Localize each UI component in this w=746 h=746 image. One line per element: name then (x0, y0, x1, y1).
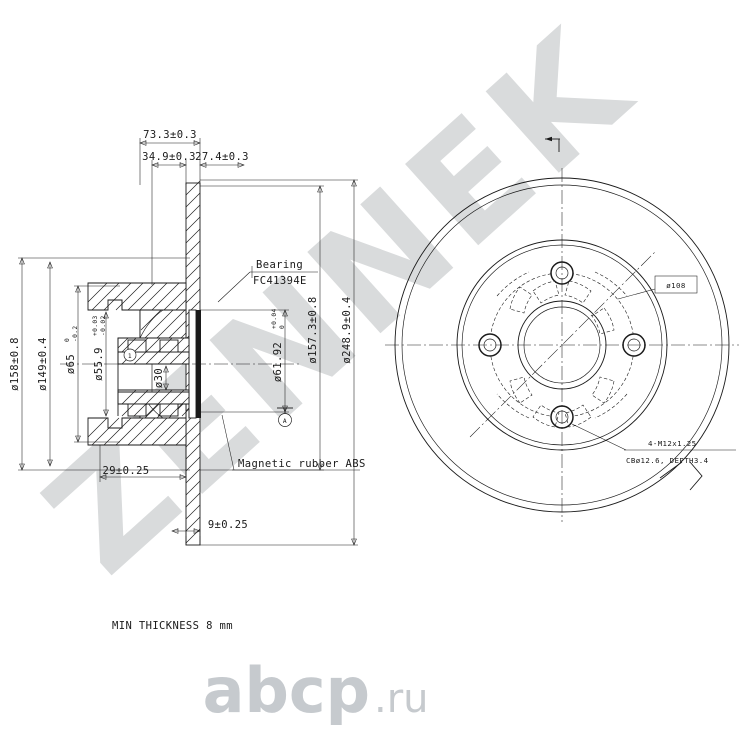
sab-line1 (659, 461, 683, 479)
detail-a-marker: A (277, 407, 293, 427)
vane-arc-3 (594, 393, 628, 419)
dim-6192-tol-up: +0.04 (271, 308, 278, 329)
bottom-dimensions: 29±0.25 9±0.25 (99, 445, 248, 545)
dim-559-tol-up: +0.03 (92, 315, 99, 336)
dim-6192-arrows (282, 309, 288, 413)
pocket-6 (532, 404, 560, 428)
pocket-2 (564, 280, 592, 304)
dim-274-label: 27.4±0.3 (195, 151, 249, 163)
dim-9-arrows (171, 528, 201, 534)
dim-9-label: 9±0.25 (208, 519, 248, 531)
dim-349-arrows (151, 162, 187, 168)
magnetic-callout-leader (221, 414, 235, 471)
pocket-4 (591, 376, 615, 404)
dim-149-label: ø149±0.4 (37, 337, 49, 391)
section-view: 1 73.3±0.3 34.9±0.3 (9, 129, 366, 632)
dim-559-label: ø55.9 (93, 347, 105, 381)
magnetic-callout-label: Magnetic rubber ABS (238, 458, 366, 470)
bearing-ball-ll (127, 403, 147, 417)
dim-6192-label: ø61.92 (272, 342, 284, 382)
dim-65-tol-dn: -0.2 (72, 325, 79, 342)
dim-149-arrows (47, 261, 53, 467)
watermark-text-ru: .ru (374, 676, 429, 722)
vane-arc-1 (496, 271, 530, 297)
dim-6192-tol-dn: 0 (279, 325, 286, 329)
top-dimensions: 73.3±0.3 34.9±0.3 27.4±0.3 (139, 129, 249, 285)
thread-callout-line1: 4-M12x1.25 (648, 439, 697, 448)
dim-30-label: ø30 (153, 368, 165, 388)
detail-a-circle (278, 413, 292, 427)
dim-2489-arrows (351, 179, 357, 546)
dim-6192-textgroup: ø61.92 +0.04 0 (271, 308, 286, 382)
dim-274-arrows (199, 162, 245, 168)
dim-1573-label: ø157.3±0.8 (307, 296, 319, 363)
bolt-circle-callout-leader (617, 288, 656, 300)
hub-arm-curve-upper (139, 309, 164, 339)
dim-65-arrows (75, 285, 81, 443)
dim-733-label: 73.3±0.3 (143, 129, 197, 141)
dim-1573-arrows (317, 185, 323, 471)
dim-29-label: 29±0.25 (102, 465, 149, 477)
left-dimensions: ø158±0.8 ø149±0.4 ø65 0 -0.2 (9, 257, 190, 471)
bearing-callout-title: Bearing (256, 259, 303, 271)
bearing-callout: Bearing FC41394E (217, 259, 318, 303)
dim-2489-label: ø248.9±0.4 (341, 296, 353, 363)
dim-559-textgroup: ø55.9 +0.03 -0.02 (92, 315, 107, 380)
bearing-inner-race-lower (117, 391, 190, 405)
dim-733-arrows (139, 140, 201, 146)
dim-349-label: 34.9±0.3 (142, 151, 196, 163)
dim-158-label: ø158±0.8 (9, 337, 21, 391)
pocket-8 (509, 286, 533, 314)
dim-559-tol-dn: -0.02 (100, 315, 107, 336)
dim-158-arrows (19, 257, 25, 471)
dim-559-arrows (103, 311, 109, 417)
dim-29-arrows (99, 474, 187, 480)
bolt-circle-callout-label: ø108 (666, 281, 685, 290)
detail-a-label: A (283, 418, 287, 425)
thread-callout-leader (571, 423, 627, 451)
pocket-1 (532, 280, 560, 304)
bearing-callout-leader (217, 271, 251, 303)
section-arrow-top (545, 136, 560, 152)
pocket-7 (509, 376, 533, 404)
bearing-callout-code: FC41394E (253, 275, 307, 287)
min-thickness-note: MIN THICKNESS 8 mm (112, 620, 233, 632)
right-dimensions: ø61.92 +0.04 0 A ø157.3±0.8 (200, 179, 358, 546)
bearing-assembly (117, 337, 190, 417)
bearing-ball-ur (159, 339, 179, 353)
vane-arc-4 (496, 393, 530, 419)
inner-dimension: ø30 (153, 365, 169, 391)
dim-65-label: ø65 (65, 354, 77, 374)
footer-watermark: abcp .ru (203, 654, 429, 727)
section-arrow-top-head (545, 136, 552, 142)
pocket-5 (564, 404, 592, 428)
bearing-hatch (117, 337, 190, 417)
front-view: ø108 4-M12x1.25 CBø12.6, DEPTH3.4 (385, 136, 739, 522)
thread-callout-line2: CBø12.6, DEPTH3.4 (626, 456, 709, 465)
vane-arc-2 (594, 271, 628, 297)
dim-65-tol-up: 0 (64, 338, 71, 342)
magnetic-rubber-callout: Magnetic rubber ABS (221, 414, 366, 471)
watermark-text-abcp: abcp (203, 654, 370, 727)
bearing-ball-lr (159, 403, 179, 417)
bolt-circle-callout-box (654, 275, 698, 294)
index-marker-left: 1 (123, 348, 137, 362)
thread-callout: 4-M12x1.25 CBø12.6, DEPTH3.4 (571, 423, 736, 465)
sab-arrow (689, 461, 703, 491)
bolt-circle-callout: ø108 (617, 275, 698, 300)
section-arrow-bottom-right (659, 461, 703, 491)
index-marker-circle (123, 348, 137, 362)
dim-65-textgroup: ø65 0 -0.2 (64, 325, 79, 374)
index-marker-label: 1 (128, 353, 132, 360)
dim-30-arrows (163, 365, 169, 391)
pocket-3 (591, 307, 615, 335)
casting-pockets (496, 271, 628, 428)
